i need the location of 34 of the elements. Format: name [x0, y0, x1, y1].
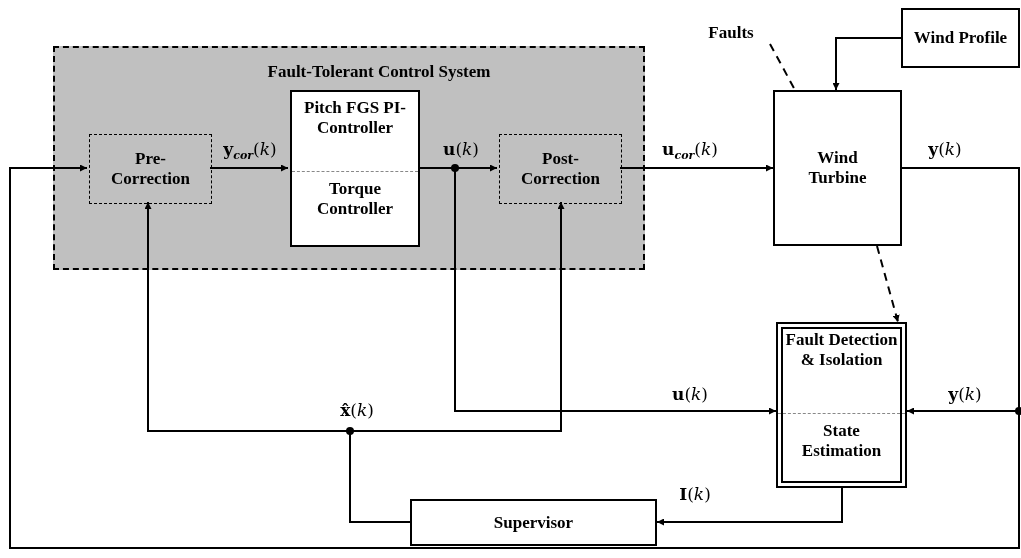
arrow — [619, 164, 774, 172]
process-box — [410, 499, 657, 546]
node-label: Post- Correction — [520, 149, 601, 189]
process-box — [89, 134, 212, 204]
process-box — [499, 134, 622, 204]
system-group — [53, 46, 645, 270]
edge-label: y(k) — [948, 384, 982, 404]
edge-label: u(k) — [672, 384, 708, 404]
arrow — [349, 201, 565, 523]
process-box — [773, 90, 902, 246]
edge-label: I(k) — [679, 484, 711, 504]
edge-label: u(k) — [443, 139, 479, 159]
arrow — [9, 164, 1020, 549]
arrow — [209, 164, 289, 172]
group-title: Fault-Tolerant Control System — [266, 61, 491, 82]
process-box — [290, 90, 420, 247]
edge-label: x̂(k) — [340, 400, 374, 420]
node-label: Fault Detection & Isolation — [785, 330, 898, 370]
node-label: Supervisor — [492, 512, 575, 533]
dashed-arrow — [876, 245, 900, 323]
process-box — [776, 322, 907, 488]
arrow — [832, 37, 902, 91]
edge-label: y(k) — [928, 139, 962, 159]
edge-label: u$_{cor}$(k) — [662, 139, 718, 163]
edge-label: y$_{cor}$(k) — [223, 139, 277, 163]
node-label: Faults — [708, 23, 754, 43]
node-label: Wind Turbine — [807, 148, 868, 188]
node-label: Pre- Correction — [110, 149, 191, 189]
arrow — [656, 487, 843, 526]
node-label: State Estimation — [800, 421, 883, 461]
node-label: Wind Profile — [912, 28, 1009, 48]
process-box — [901, 8, 1020, 68]
node-label: Pitch FGS PI-Controller — [303, 98, 407, 138]
node-label: Torque Controller — [315, 179, 395, 219]
